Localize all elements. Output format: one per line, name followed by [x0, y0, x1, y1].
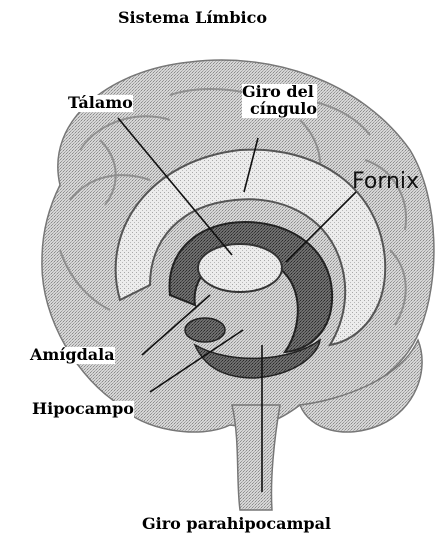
label-fornix: Fornix — [352, 170, 419, 193]
label-giro-parahipocampal: Giro parahipocampal — [142, 516, 331, 533]
brainstem — [232, 405, 280, 510]
amygdala-shape — [185, 318, 225, 342]
label-giro-cingulo-line2: cíngulo — [250, 101, 317, 118]
diagram-title: Sistema Límbico — [118, 10, 267, 27]
label-hipocampo: Hipocampo — [32, 401, 134, 418]
label-giro-cingulo: Giro del cíngulo — [242, 84, 317, 118]
thalamus-shape — [198, 244, 282, 292]
label-amigdala: Amígdala — [30, 347, 115, 364]
label-talamo: Tálamo — [68, 95, 133, 112]
